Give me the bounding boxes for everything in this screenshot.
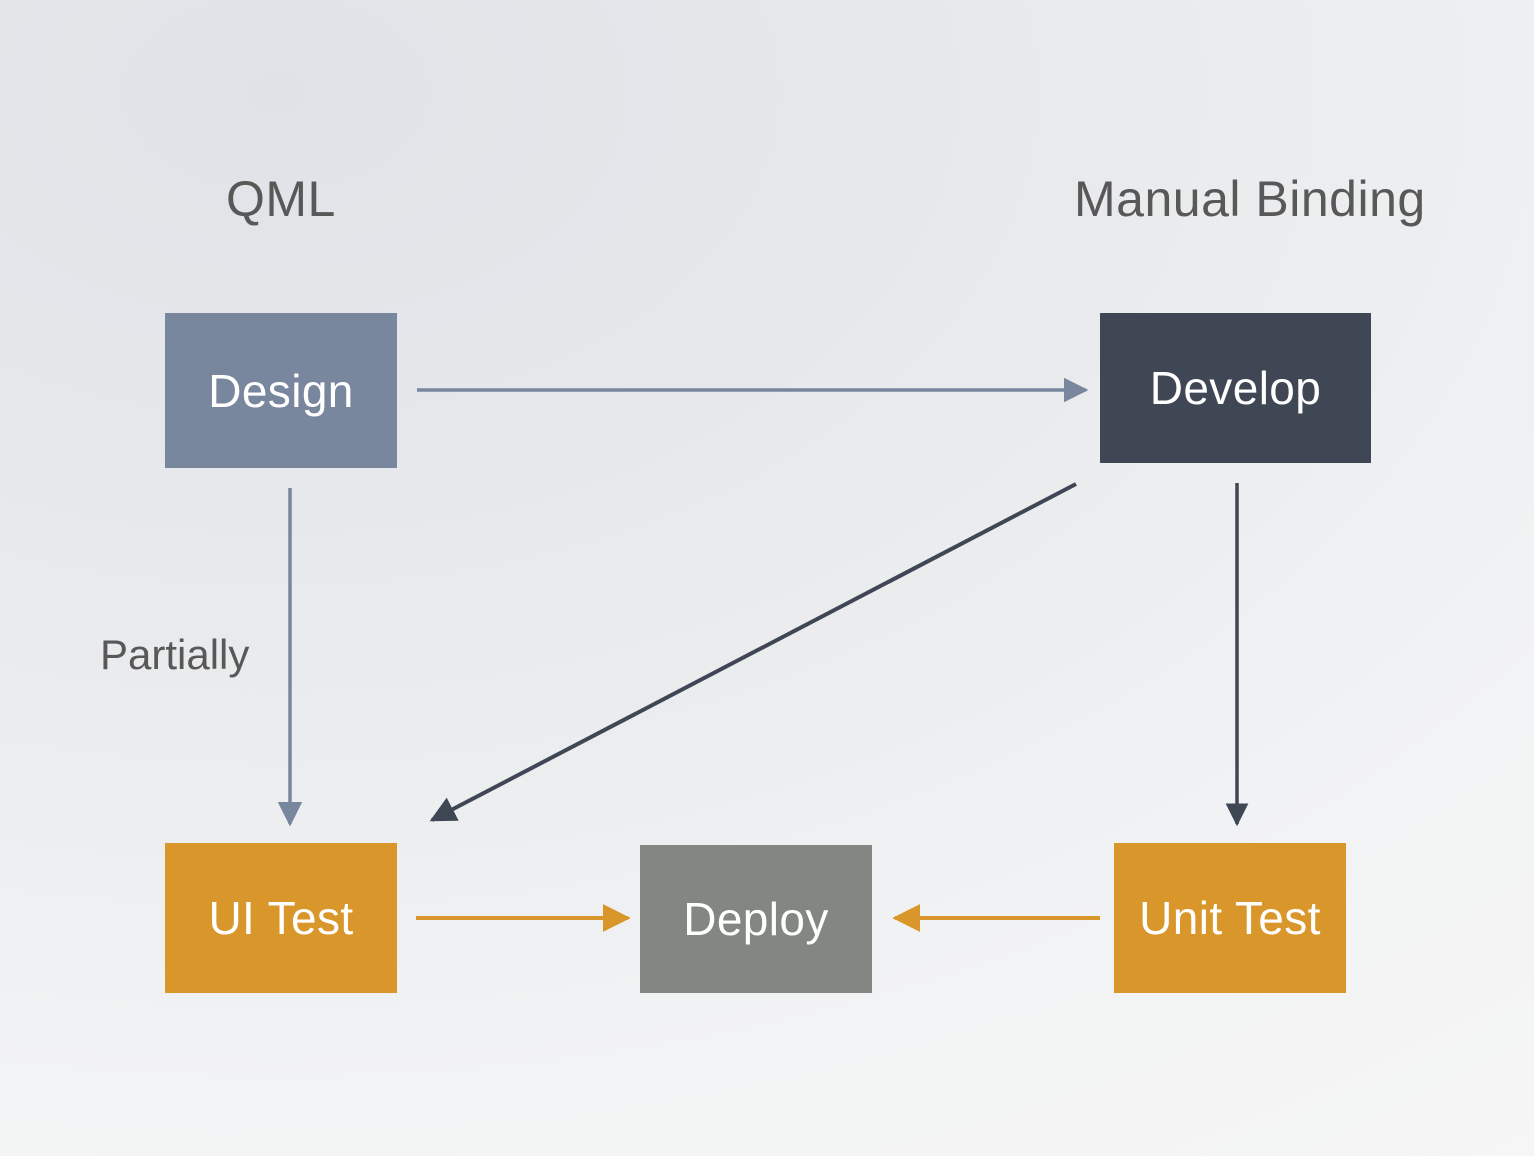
edge-label-partially: Partially (100, 631, 250, 678)
node-ui-test[interactable]: UI Test (165, 843, 397, 993)
node-develop[interactable]: Develop (1100, 313, 1371, 463)
node-design[interactable]: Design (165, 313, 397, 468)
column-title-manual-binding: Manual Binding (1074, 171, 1426, 227)
node-deploy[interactable]: Deploy (640, 845, 872, 993)
edge-develop-to-ui-test (429, 482, 1077, 822)
node-unit-test[interactable]: Unit Test (1114, 843, 1346, 993)
column-title-qml: QML (226, 171, 336, 227)
